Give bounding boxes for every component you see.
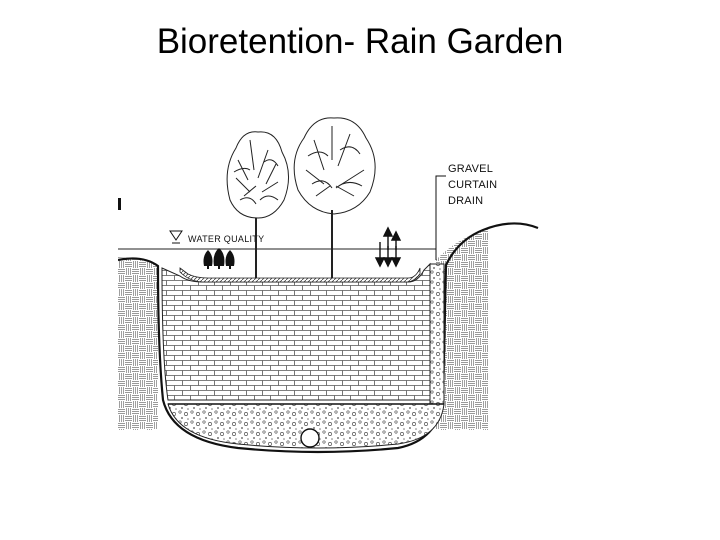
diagram-svg: WATER QUALITY GRAVEL CURTAIN DRAIN [118,117,539,454]
native-soil-left [118,257,158,430]
shrubs-icon [203,248,235,269]
underdrain-pipe [300,428,320,448]
gravel-label-2: CURTAIN [448,179,497,191]
water-quality-label: WATER QUALITY [188,234,264,244]
planting-soil-media [161,262,431,401]
flow-arrows-icon [374,226,402,268]
tree-left-icon [226,131,289,278]
native-soil-right [436,228,488,430]
gravel-callout-leader [435,175,446,260]
water-level-marker-icon [169,230,183,241]
mulch-layer [179,267,421,283]
tree-right-icon [293,117,376,278]
gravel-label-3: DRAIN [448,195,483,207]
slide-title: Bioretention- Rain Garden [156,22,564,61]
gravel-bed [167,403,445,449]
gravel-label-1: GRAVEL [448,163,493,175]
gravel-curtain-drain [429,263,445,406]
rain-garden-cross-section: WATER QUALITY GRAVEL CURTAIN DRAIN [118,100,598,470]
excavation-outline [118,222,539,454]
